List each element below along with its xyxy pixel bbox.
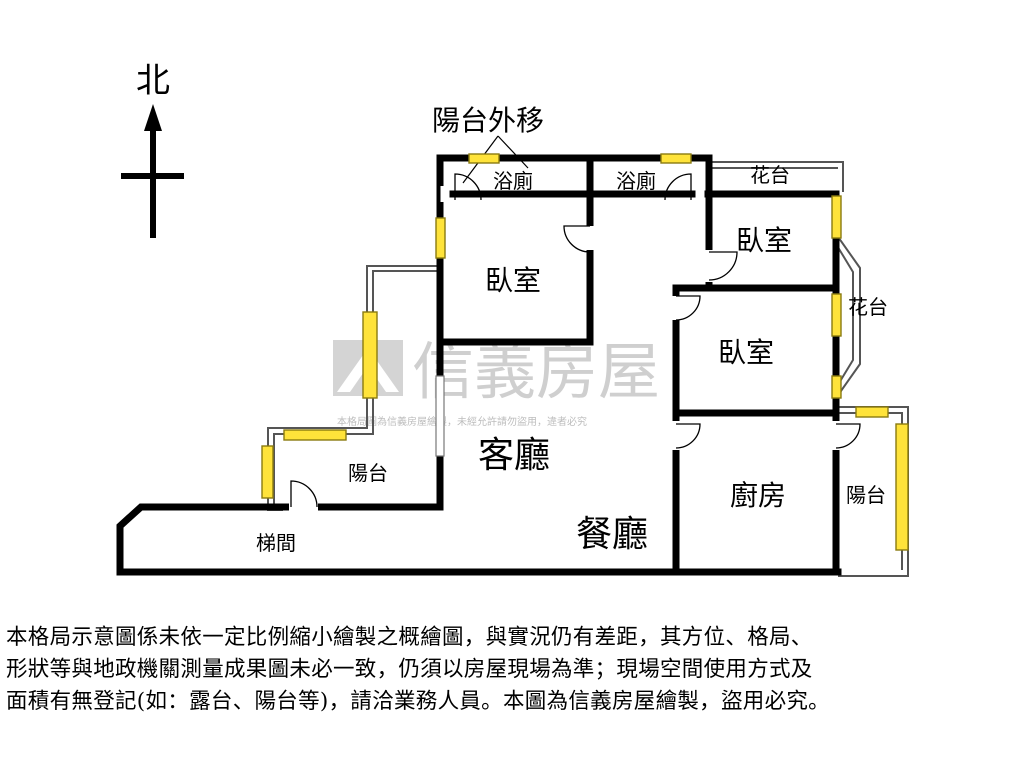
stairwell-label: 梯間 (256, 531, 296, 555)
door-swings (290, 173, 861, 508)
disclaimer-line-1: 本格局示意圖係未依一定比例縮小繪製之概繪圖，與實況仍有差距，其方位、格局、 (6, 625, 813, 650)
watermark: 信義房屋 本格局圖為信義房屋繪製，未經允許請勿盜用，違者必究 (333, 335, 660, 428)
room-labels: 浴廁 浴廁 花台 花台 臥室 臥室 臥室 客廳 餐廳 廚房 陽台 陽台 梯間 (256, 163, 888, 555)
bathroom-2-label: 浴廁 (616, 169, 656, 193)
balcony-moved-annotation: 陽台外移 (432, 104, 544, 184)
disclaimer: 本格局示意圖係未依一定比例縮小繪製之概繪圖，與實況仍有差距，其方位、格局、 形狀… (6, 622, 1018, 718)
windows (261, 153, 909, 551)
living-room-label: 客廳 (478, 435, 550, 476)
planter-right-label: 花台 (848, 295, 888, 319)
balcony-moved-label: 陽台外移 (432, 104, 544, 137)
bathroom-1-label: 浴廁 (493, 169, 533, 193)
bedroom-1-label: 臥室 (736, 224, 792, 257)
disclaimer-line-3: 面積有無登記(如：露台、陽台等)，請洽業務人員。本圖為信義房屋繪製，盜用必究。 (6, 689, 830, 714)
balcony-right-label: 陽台 (846, 483, 886, 507)
north-compass: 北 (121, 61, 184, 238)
north-label: 北 (136, 61, 170, 101)
planter-top-label: 花台 (750, 163, 790, 187)
watermark-brand: 信義房屋 (412, 335, 660, 408)
watermark-small-text: 本格局圖為信義房屋繪製，未經允許請勿盜用，違者必究 (337, 415, 587, 428)
bedroom-2-label: 臥室 (485, 264, 541, 297)
dining-room-label: 餐廳 (576, 514, 648, 555)
balcony-left-label: 陽台 (348, 461, 388, 485)
disclaimer-line-2: 形狀等與地政機關測量成果圖未必一致，仍須以房屋現場為準；現場空間使用方式及 (6, 657, 813, 682)
kitchen-label: 廚房 (730, 479, 786, 512)
bedroom-3-label: 臥室 (718, 336, 774, 369)
